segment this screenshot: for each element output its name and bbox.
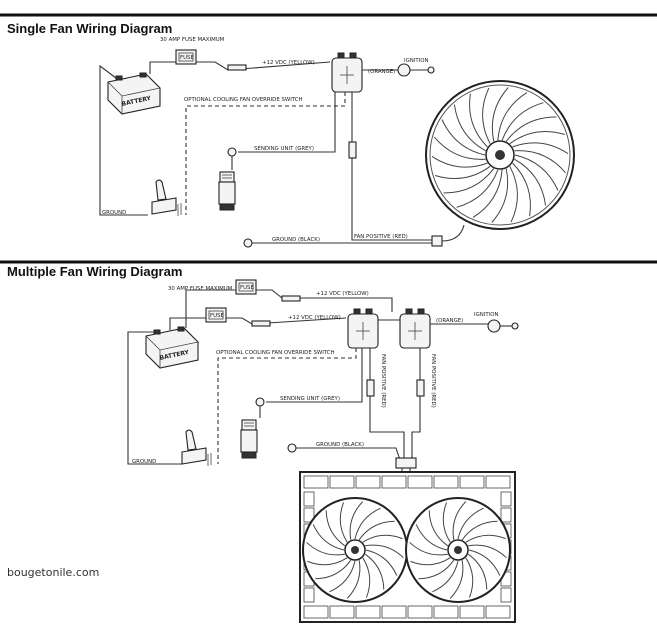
- multiple-fan-title: Multiple Fan Wiring Diagram: [7, 264, 182, 279]
- fuse-2: FUSE: [205, 307, 227, 323]
- ground-black-label: GROUND (BLACK): [272, 237, 320, 243]
- relay: [331, 52, 363, 93]
- 12v-wire-1-label: +12 VDC (YELLOW): [316, 291, 369, 297]
- fan-positive-2-label: FAN POSITIVE (RED): [430, 354, 436, 408]
- fan-fuse: [348, 141, 357, 159]
- sending-unit: [218, 171, 236, 211]
- ground-label: GROUND: [132, 459, 156, 465]
- relay-2: [399, 308, 431, 349]
- fuse: FUSE: [175, 49, 197, 65]
- ground-black-label: GROUND (BLACK): [316, 442, 364, 448]
- relay-1: [347, 308, 379, 349]
- fuse-2-label: FUSE: [210, 313, 224, 319]
- orange-wire-label: (ORANGE): [436, 318, 463, 324]
- fan-positive-1-label: FAN POSITIVE (RED): [380, 354, 386, 408]
- fuse-1: FUSE: [235, 279, 257, 295]
- single-fan-title: Single Fan Wiring Diagram: [7, 21, 172, 36]
- inline-fuse: [227, 64, 247, 71]
- sending-unit-label: SENDING UNIT (GREY): [280, 396, 340, 402]
- single-fan-diagram: Single Fan Wiring Diagram BATTERY 30 AMP…: [7, 21, 575, 248]
- inline-fuse-2: [251, 320, 271, 327]
- ignition-key: [487, 319, 501, 333]
- fan-positive-label: FAN POSITIVE (RED): [354, 234, 408, 240]
- fan-fuse-1: [366, 379, 375, 397]
- ignition-label: IGNITION: [404, 58, 429, 64]
- dual-fan-shroud: [299, 471, 516, 623]
- override-switch-label: OPTIONAL COOLING FAN OVERRIDE SWITCH: [216, 350, 335, 356]
- fan-fuse-2: [416, 379, 425, 397]
- override-switch-label: OPTIONAL COOLING FAN OVERRIDE SWITCH: [184, 97, 303, 103]
- fuse-1-label: FUSE: [240, 285, 254, 291]
- multiple-fan-diagram: Multiple Fan Wiring Diagram BATTERY 30 A…: [7, 264, 519, 623]
- orange-wire-label: (ORANGE): [368, 69, 395, 75]
- ignition-key: [397, 63, 411, 77]
- 12v-wire-2-label: +12 VDC (YELLOW): [288, 315, 341, 321]
- inline-fuse-1: [281, 295, 301, 302]
- battery: BATTERY: [107, 72, 161, 115]
- override-toggle-switch: [181, 429, 212, 467]
- fuse-rating-label: 30 AMP FUSE MAXIMUM: [168, 286, 233, 292]
- sending-unit: [240, 419, 258, 459]
- cooling-fan-2: [405, 497, 511, 603]
- fan-connector: [395, 457, 417, 469]
- fuse-rating-label: 30 AMP FUSE MAXIMUM: [160, 37, 225, 43]
- fuse-label: FUSE: [180, 55, 194, 61]
- fan-connector: [431, 235, 443, 247]
- battery: BATTERY: [145, 326, 199, 369]
- ignition-label: IGNITION: [474, 312, 499, 318]
- ground-label: GROUND: [102, 210, 126, 216]
- cooling-fan-1: [302, 497, 408, 603]
- sending-unit-label: SENDING UNIT (GREY): [254, 146, 314, 152]
- 12v-wire-label: +12 VDC (YELLOW): [262, 60, 315, 66]
- cooling-fan: [425, 80, 575, 230]
- watermark: bougetonile.com: [7, 566, 99, 579]
- override-toggle-switch: [151, 179, 182, 217]
